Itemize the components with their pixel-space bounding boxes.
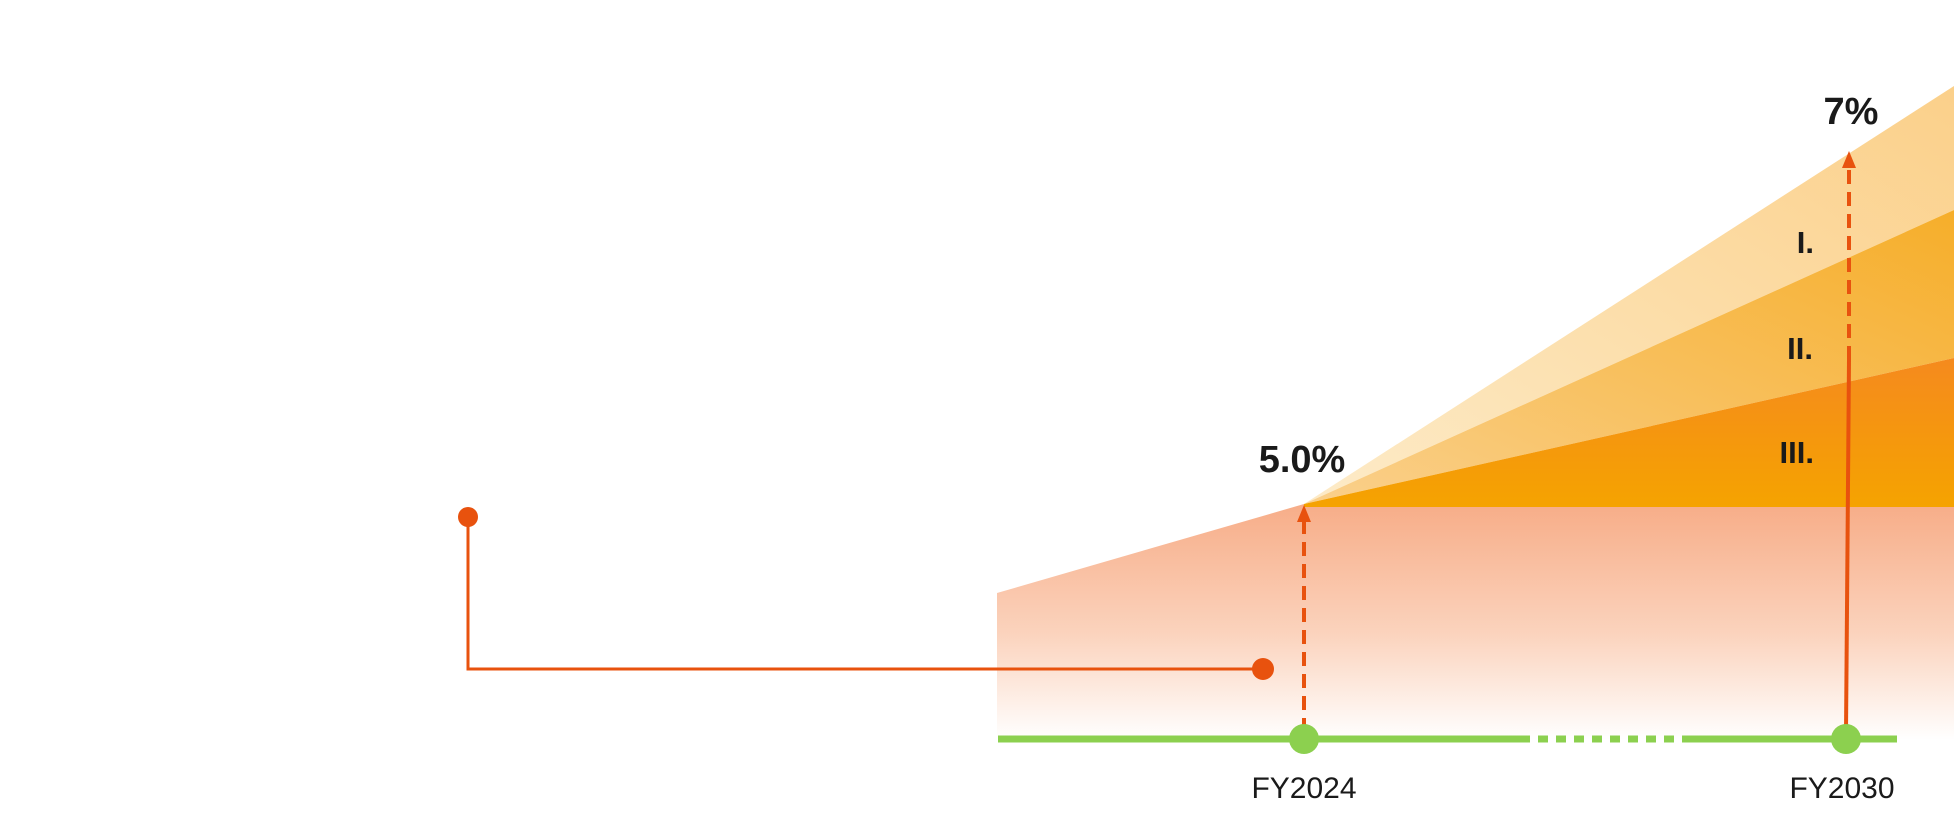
layer-2-label: II. [1787,331,1813,366]
layer-1-area [1304,86,1954,504]
connector-start-dot [458,507,478,527]
year-end-label: FY2030 [1789,772,1894,805]
target-value-label: 7% [1824,91,1879,133]
start-value-label: 5.0% [1259,439,1346,481]
layer-2-area [1304,210,1954,504]
year-start-label: FY2024 [1251,772,1356,805]
start-arrow-head [1297,505,1311,522]
timeline-marker-fy2030 [1831,724,1861,754]
connector-end-dot [1252,658,1274,680]
layer-3-label: III. [1780,435,1814,470]
timeline-marker-fy2024 [1289,724,1319,754]
base-area [997,504,1954,740]
connector-line [466,517,1263,671]
layer-3-area [1304,358,1954,507]
layer-1-label: I. [1797,225,1814,260]
target-arrow-head [1842,151,1856,168]
target-arrow-shaft-solid [1844,359,1851,733]
